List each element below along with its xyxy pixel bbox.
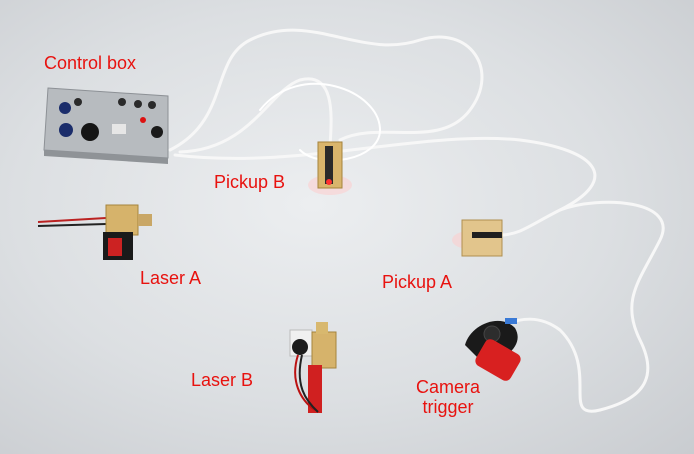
cables bbox=[168, 28, 665, 413]
laser-a-device bbox=[37, 204, 152, 260]
label-laser-b: Laser B bbox=[191, 370, 254, 390]
label-control-box: Control box bbox=[44, 53, 137, 73]
label-pickup-b: Pickup B bbox=[214, 172, 286, 192]
camera-trigger-device bbox=[465, 318, 521, 381]
switch-3 bbox=[148, 101, 156, 109]
pickup-b-device bbox=[308, 141, 352, 195]
cable-to-camera bbox=[503, 317, 602, 413]
knob-5 bbox=[151, 126, 163, 138]
knob-3 bbox=[81, 123, 99, 141]
knob-4 bbox=[74, 98, 82, 106]
cable-right-loop bbox=[558, 200, 665, 412]
label-camera-trigger-line1: Camera bbox=[416, 377, 481, 397]
led-red bbox=[140, 117, 146, 123]
cable-to-pickup-a bbox=[173, 136, 597, 237]
cable-loop-top bbox=[168, 28, 484, 152]
cable-to-pickup-b bbox=[178, 77, 333, 154]
label-camera-trigger: Camera trigger bbox=[416, 377, 480, 417]
knob-1 bbox=[59, 102, 71, 114]
control-box-device bbox=[43, 87, 169, 164]
label-camera-trigger-line2: trigger bbox=[422, 397, 474, 417]
laser-b-device bbox=[289, 322, 337, 413]
label-laser-a: Laser A bbox=[140, 268, 202, 288]
switch-1 bbox=[118, 98, 126, 106]
label-pickup-a: Pickup A bbox=[382, 272, 453, 292]
switch-2 bbox=[134, 100, 142, 108]
knob-2 bbox=[59, 123, 73, 137]
pickup-a-device bbox=[452, 219, 503, 257]
